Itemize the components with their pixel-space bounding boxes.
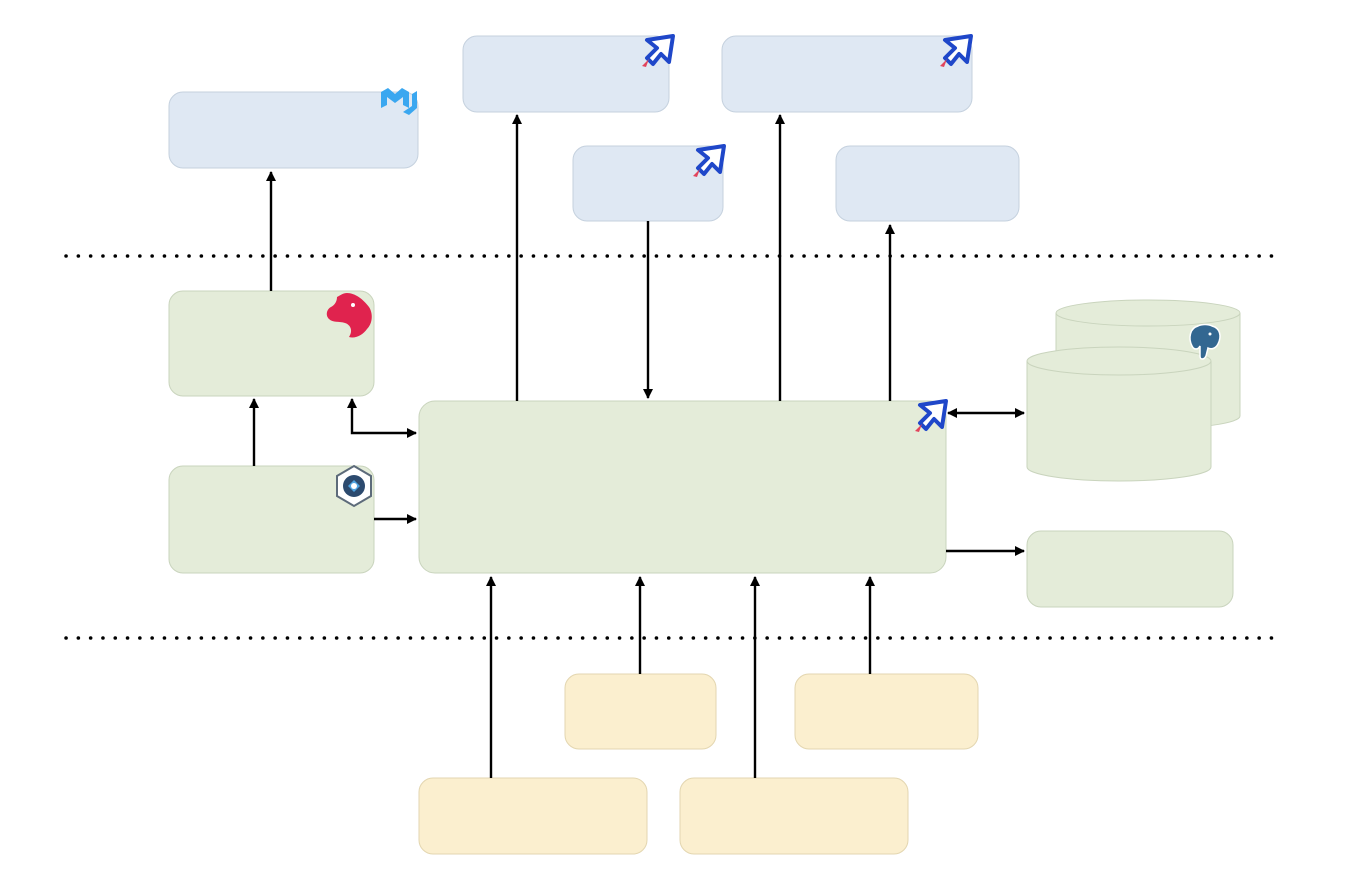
core-platform-node[interactable] — [418, 400, 947, 574]
frontend-app-1-node[interactable] — [462, 35, 670, 113]
database-node[interactable] — [1026, 299, 1241, 482]
source-3-node[interactable] — [418, 777, 648, 855]
nestjs-icon — [326, 293, 372, 338]
source-2-node[interactable] — [794, 673, 979, 750]
frontend-app-3-node[interactable] — [572, 145, 724, 222]
database-cylinder-front — [1026, 346, 1212, 482]
hexagon-connector-icon — [336, 464, 372, 508]
source-1-node[interactable] — [564, 673, 717, 750]
frontend-app-4-node[interactable] — [835, 145, 1020, 222]
rocket-logo-icon — [693, 144, 726, 177]
rocket-logo-icon — [642, 34, 675, 67]
source-4-node[interactable] — [679, 777, 909, 855]
arrow-core-nest-link — [347, 398, 417, 438]
frontend-app-2-node[interactable] — [721, 35, 973, 113]
export-target-node[interactable] — [1026, 530, 1234, 608]
ui-dashboard-node[interactable] — [168, 91, 419, 169]
material-ui-icon — [381, 88, 417, 115]
postgres-elephant-icon — [1189, 323, 1221, 360]
rocket-logo-icon — [915, 399, 948, 432]
rocket-logo-icon — [940, 34, 973, 67]
